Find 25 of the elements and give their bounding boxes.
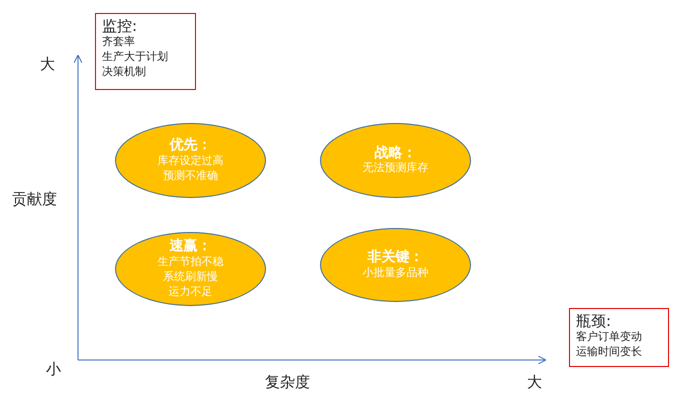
heading: 战略： [374,144,416,162]
axis-label: 大 [40,55,55,74]
item-text: 齐套率 [102,35,136,50]
item-text: 小批量多品种 [362,266,428,281]
item-text: 决策机制 [102,64,147,80]
item-text: 无法预测库存 [362,161,428,176]
heading: 优先： [170,137,212,154]
item-text: 运输时间变长 [576,344,643,360]
heading: 速赢： [170,238,212,256]
axis-title: 贡献度 [12,190,57,209]
note-box [95,13,196,90]
item-text: 生产大于计划 [102,50,169,65]
note-box [569,308,669,367]
axis-label: 大 [527,373,542,392]
axis-title: 复杂度 [265,373,310,392]
axis-label: 小 [46,360,61,379]
item-text: 生产节拍不稳 [158,255,224,270]
item-text: 运力不足 [168,284,212,300]
item-text: 预测不准确 [163,168,218,184]
heading: 瓶颈: [576,312,612,330]
item-text: 系统刷新慢 [163,270,218,285]
item-text: 库存设定过高 [158,154,224,169]
heading: 监控: [102,17,138,35]
heading: 非关键： [368,249,424,266]
item-text: 客户订单变动 [576,330,643,345]
